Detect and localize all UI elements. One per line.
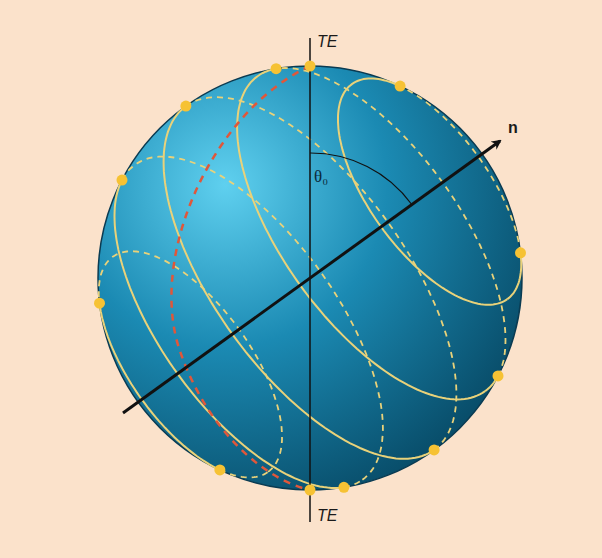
axis-label: TE bbox=[317, 508, 337, 524]
limb-dots bbox=[94, 61, 526, 496]
meridian-dashed bbox=[171, 66, 310, 490]
limb-dot bbox=[94, 298, 105, 309]
limb-dot bbox=[117, 175, 128, 186]
latitude-front bbox=[507, 253, 521, 299]
limb-dot bbox=[515, 247, 526, 258]
limb-dot bbox=[429, 444, 440, 455]
latitude-back bbox=[186, 97, 457, 450]
latitude-front bbox=[338, 79, 507, 305]
limb-dot bbox=[493, 370, 504, 381]
angle-label: θ₀ bbox=[314, 168, 328, 185]
latitude-front bbox=[237, 69, 485, 400]
latitude-back bbox=[220, 470, 268, 478]
limb-dot bbox=[395, 81, 406, 92]
limb-dot bbox=[214, 464, 225, 475]
limb-dot bbox=[305, 485, 316, 496]
limb-dot bbox=[338, 482, 349, 493]
limb-dot bbox=[271, 63, 282, 74]
limb-dot bbox=[305, 61, 316, 72]
normal-arrow bbox=[123, 141, 500, 413]
angle-arc bbox=[310, 153, 412, 205]
vector-label: n bbox=[508, 120, 518, 136]
limb-dot bbox=[180, 101, 191, 112]
axis-label: TE bbox=[317, 34, 337, 50]
